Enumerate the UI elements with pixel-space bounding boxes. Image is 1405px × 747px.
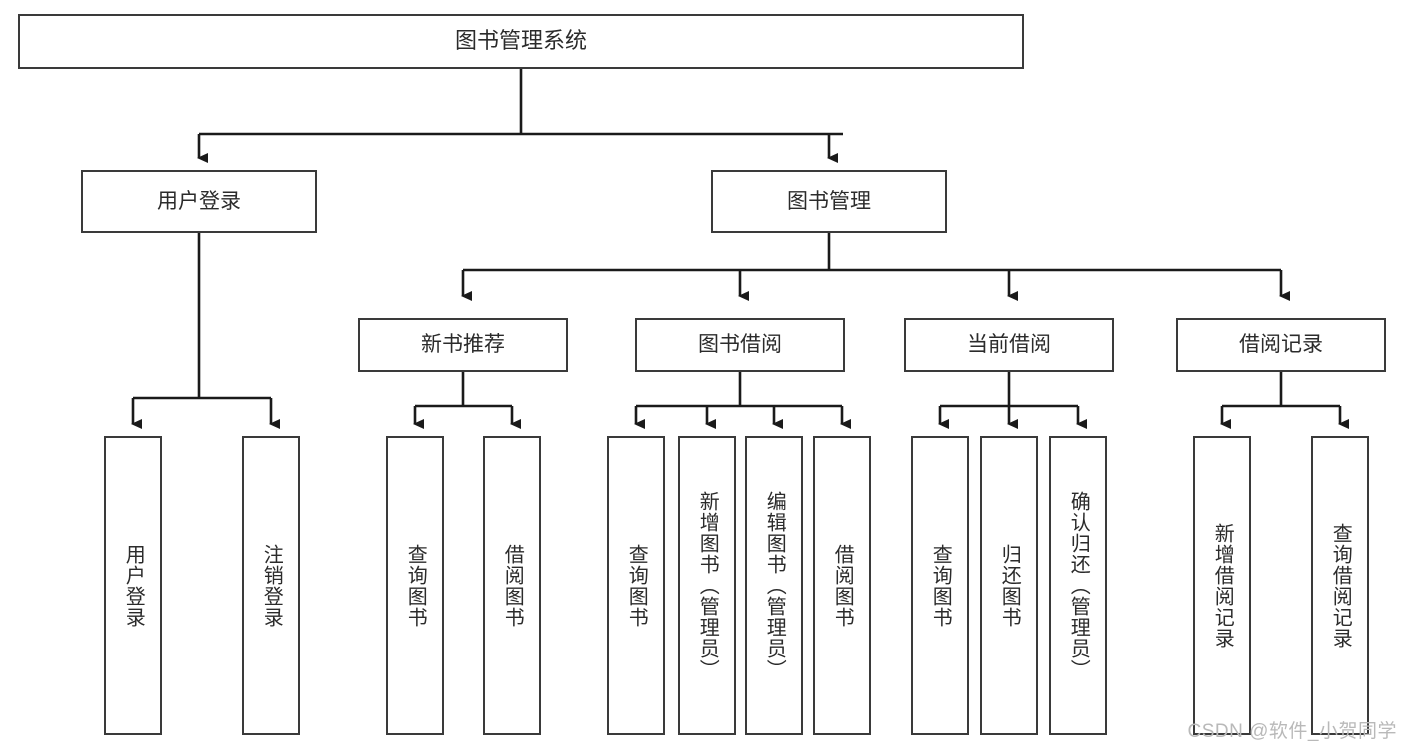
node-label: 图书管理系统 — [454, 28, 587, 54]
node-label: 当前借阅 — [967, 333, 1051, 357]
node-label: 新增图书（管理员） — [696, 491, 719, 680]
leaf-borrow-record-query-record[interactable]: 查询借阅记录 — [1311, 436, 1369, 735]
leaf-book-borrow-add-book-admin[interactable]: 新增图书（管理员） — [678, 436, 736, 735]
node-book-borrow[interactable]: 图书借阅 — [635, 318, 845, 372]
node-label: 注销登录 — [260, 543, 283, 628]
leaf-borrow-record-add-record[interactable]: 新增借阅记录 — [1193, 436, 1251, 735]
leaf-book-borrow-query-book[interactable]: 查询图书 — [607, 436, 665, 735]
node-label: 借阅记录 — [1239, 333, 1323, 357]
leaf-current-borrow-confirm-return-admin[interactable]: 确认归还（管理员） — [1049, 436, 1107, 735]
node-user-login[interactable]: 用户登录 — [81, 170, 317, 233]
node-label: 图书管理 — [787, 189, 871, 213]
node-label: 查询图书 — [929, 543, 952, 628]
node-label: 新书推荐 — [421, 333, 505, 357]
node-label: 归还图书 — [998, 543, 1021, 628]
node-book-management[interactable]: 图书管理 — [711, 170, 947, 233]
node-label: 查询图书 — [625, 543, 648, 628]
watermark-text: CSDN @软件_小贺同学 — [1187, 721, 1397, 742]
node-label: 新增借阅记录 — [1211, 522, 1234, 649]
node-current-borrow[interactable]: 当前借阅 — [904, 318, 1114, 372]
leaf-book-borrow-borrow-book[interactable]: 借阅图书 — [813, 436, 871, 735]
leaf-user-login-login[interactable]: 用户登录 — [104, 436, 162, 735]
leaf-current-borrow-return-book[interactable]: 归还图书 — [980, 436, 1038, 735]
node-root-system[interactable]: 图书管理系统 — [18, 14, 1024, 69]
leaf-new-book-borrow-book[interactable]: 借阅图书 — [483, 436, 541, 735]
node-label: 确认归还（管理员） — [1067, 491, 1090, 680]
node-borrow-record[interactable]: 借阅记录 — [1176, 318, 1386, 372]
leaf-user-login-logout[interactable]: 注销登录 — [242, 436, 300, 735]
node-new-book-recommend[interactable]: 新书推荐 — [358, 318, 568, 372]
leaf-current-borrow-query-book[interactable]: 查询图书 — [911, 436, 969, 735]
node-label: 查询借阅记录 — [1329, 522, 1352, 649]
leaf-new-book-query-book[interactable]: 查询图书 — [386, 436, 444, 735]
node-label: 借阅图书 — [501, 543, 524, 628]
node-label: 图书借阅 — [698, 333, 782, 357]
node-label: 用户登录 — [122, 543, 145, 628]
node-label: 借阅图书 — [831, 543, 854, 628]
node-label: 查询图书 — [404, 543, 427, 628]
node-label: 编辑图书（管理员） — [763, 491, 786, 680]
node-label: 用户登录 — [157, 189, 241, 213]
leaf-book-borrow-edit-book-admin[interactable]: 编辑图书（管理员） — [745, 436, 803, 735]
